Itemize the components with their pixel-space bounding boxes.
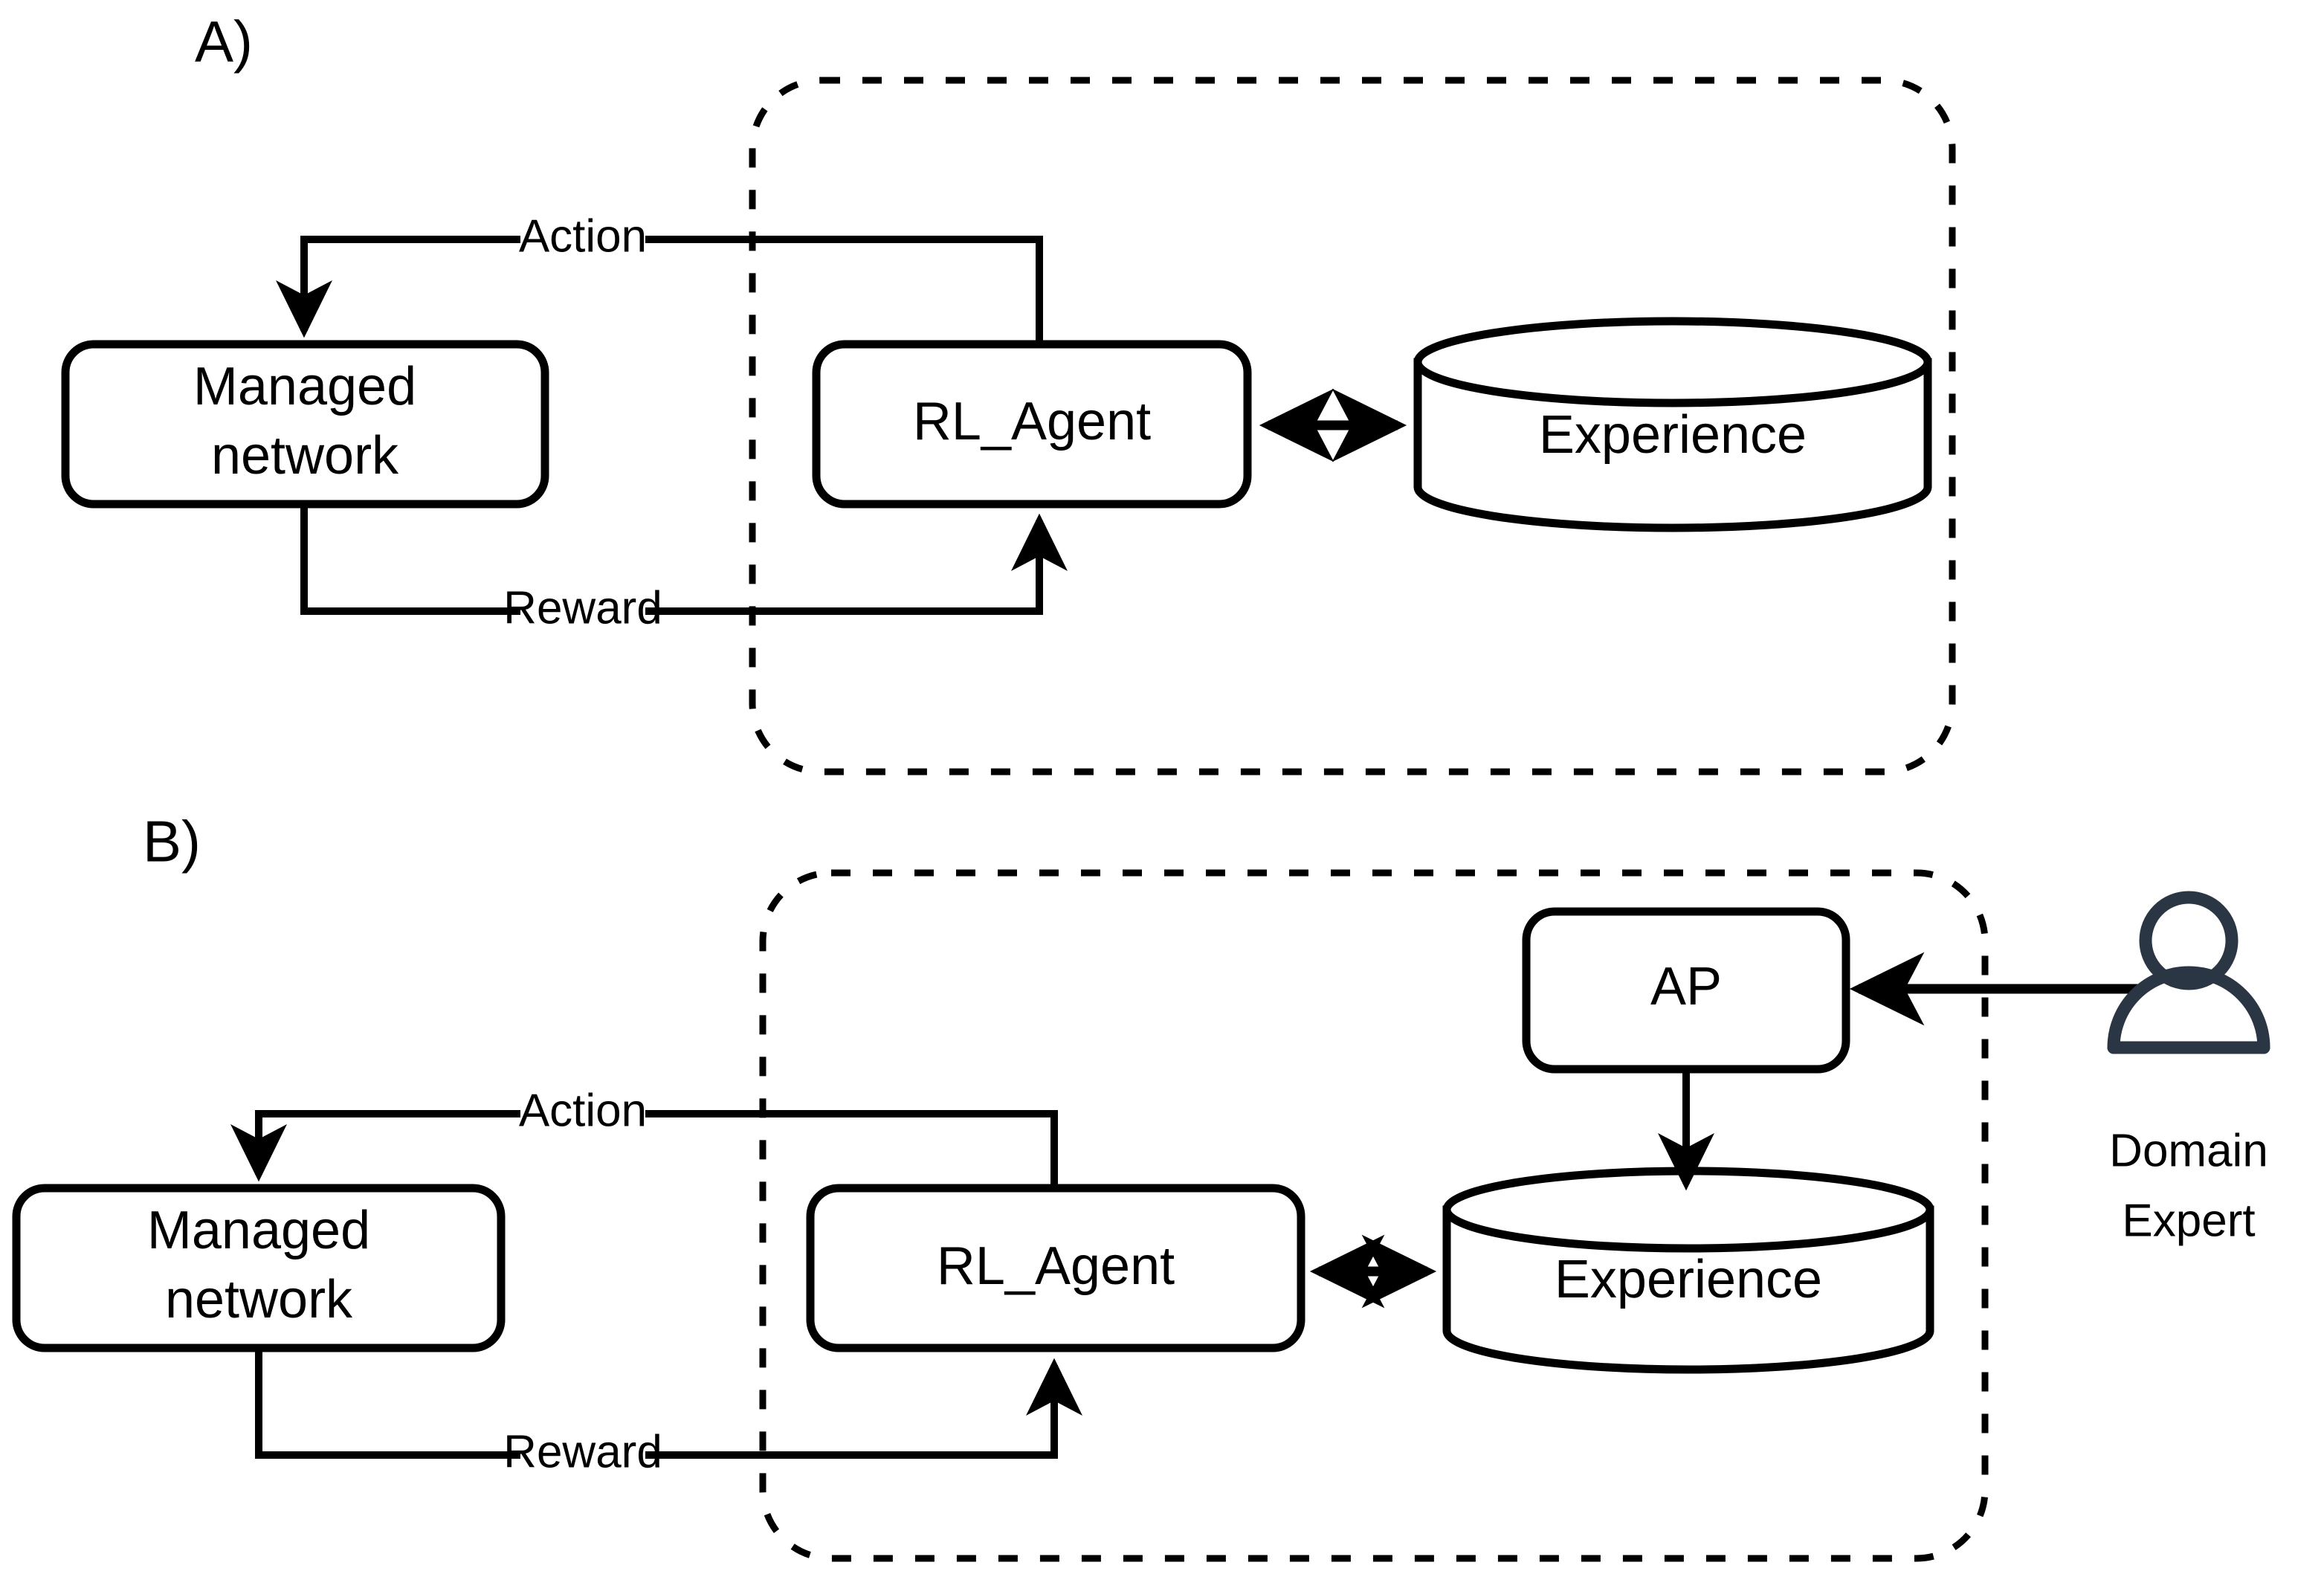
panel-a-action-line-right: [645, 236, 1043, 343]
panel-b-agent-boundary: [759, 869, 1989, 1562]
panel-b-letter: B): [143, 809, 201, 874]
panel-b-action-line-right: [645, 1110, 1058, 1188]
panel-b-action-label: Action: [519, 1085, 647, 1136]
panel-b-experience-cylinder[interactable]: [1442, 1167, 1934, 1374]
panel-a-action-label: Action: [519, 210, 647, 262]
panel-b-rl-agent-box[interactable]: [806, 1184, 1305, 1352]
panel-a-experience-label: Experience: [1539, 405, 1807, 465]
panel-a-experience-cylinder[interactable]: [1413, 317, 1932, 532]
panel-a-reward-line-right: [645, 513, 1068, 615]
panel-b-managed-network-label-2: network: [165, 1270, 353, 1329]
panel-b-action-line-left: [230, 1110, 520, 1182]
panel-b-ap-label: AP: [1650, 957, 1722, 1016]
panel-a-reward-line-left: [300, 504, 520, 615]
panel-b-reward-line-right: [645, 1358, 1082, 1459]
panel-a-rl-agent-box[interactable]: [812, 340, 1252, 509]
panel-a-letter: A): [195, 9, 253, 74]
domain-expert-label-1: Domain: [2109, 1125, 2268, 1176]
domain-expert-person-icon: [2107, 891, 2270, 1054]
panel-a-action-line-left: [276, 236, 520, 338]
panel-a-reward-label: Reward: [503, 582, 662, 633]
panel-a: A) Action Managed network Reward RL_Agen…: [61, 9, 1956, 775]
panel-a-managed-network-label-1: Managed: [193, 357, 416, 416]
panel-b-experience-label: Experience: [1555, 1250, 1822, 1309]
panel-b-managed-network-label-1: Managed: [147, 1201, 370, 1260]
panel-b-reward-line-left: [255, 1348, 520, 1459]
panel-b: B) Action Managed network Reward RL_Agen…: [12, 809, 2270, 1562]
panel-b-reward-label: Reward: [503, 1426, 662, 1477]
panel-b-rl-agent-label: RL_Agent: [937, 1236, 1175, 1296]
panel-a-rl-agent-label: RL_Agent: [913, 392, 1151, 451]
domain-expert-label-2: Expert: [2122, 1195, 2255, 1246]
panel-a-managed-network-label-2: network: [211, 426, 399, 486]
